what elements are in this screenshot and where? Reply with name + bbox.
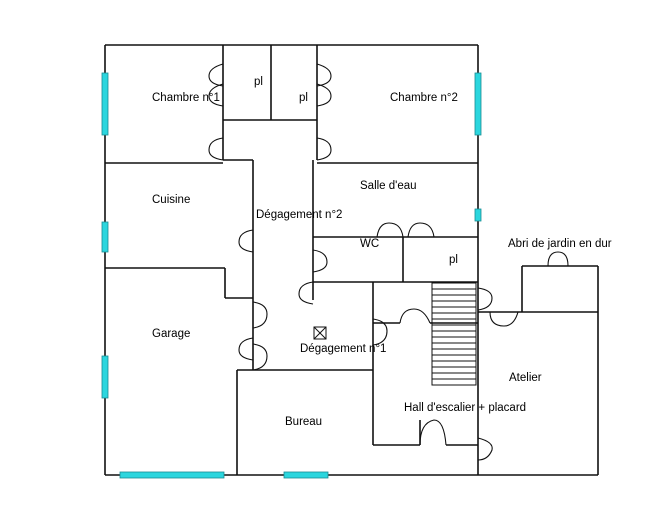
label-wc: WC bbox=[360, 238, 379, 250]
label-chambre2: Chambre n°2 bbox=[390, 92, 458, 104]
window-chambre2 bbox=[474, 72, 482, 136]
window-bureau bbox=[283, 471, 329, 479]
label-pl1: pl bbox=[254, 76, 263, 88]
label-bureau: Bureau bbox=[285, 416, 322, 428]
cross-marker bbox=[313, 326, 327, 340]
doors bbox=[208, 63, 569, 461]
label-pl2: pl bbox=[299, 92, 308, 104]
label-abri: Abri de jardin en dur bbox=[508, 238, 612, 250]
label-cuisine: Cuisine bbox=[152, 194, 190, 206]
label-atelier: Atelier bbox=[509, 372, 542, 384]
label-pl3: pl bbox=[449, 254, 458, 266]
label-hall: Hall d'escalier + placard bbox=[404, 402, 526, 414]
window-salle-eau bbox=[474, 208, 482, 222]
label-salle-eau: Salle d'eau bbox=[360, 180, 417, 192]
atelier-walls bbox=[478, 265, 599, 476]
staircase bbox=[431, 282, 477, 386]
window-chambre1 bbox=[101, 72, 109, 136]
label-degagement2: Dégagement n°2 bbox=[256, 209, 342, 221]
label-chambre1: Chambre n°1 bbox=[152, 92, 220, 104]
label-degagement1: Dégagement n°1 bbox=[300, 343, 386, 355]
window-garage bbox=[101, 355, 109, 399]
interior-walls bbox=[105, 45, 478, 475]
room-labels: Chambre n°1 pl pl Chambre n°2 Cuisine Sa… bbox=[152, 76, 612, 428]
window-garage-bottom bbox=[119, 471, 225, 479]
window-cuisine bbox=[101, 221, 109, 253]
windows bbox=[101, 72, 482, 479]
label-garage: Garage bbox=[152, 328, 190, 340]
